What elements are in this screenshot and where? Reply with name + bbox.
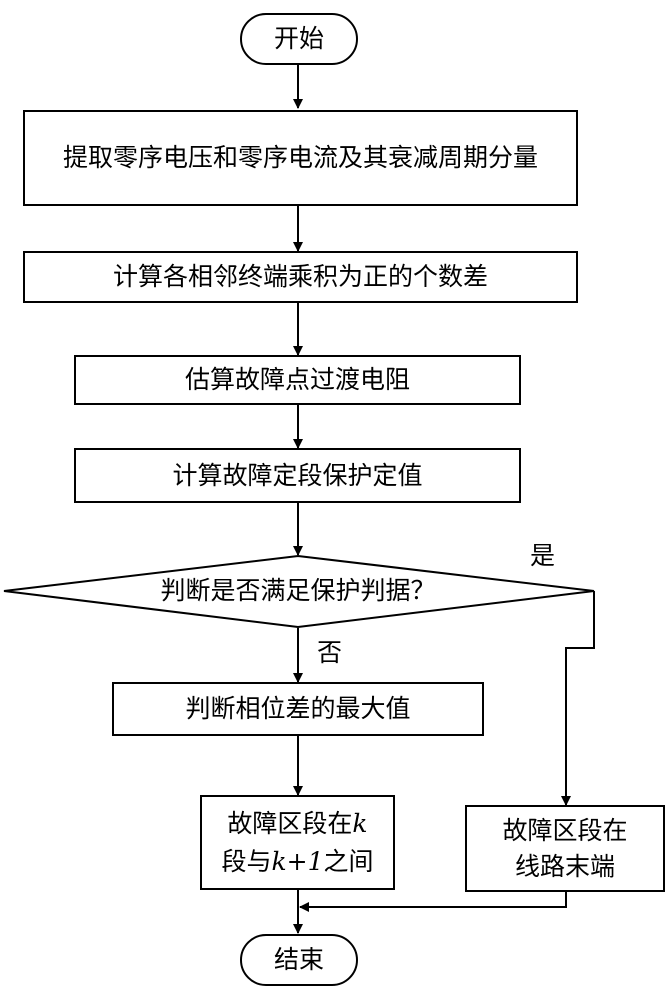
calc-count-difference-label: 计算各相邻终端乘积为正的个数差 bbox=[112, 262, 488, 291]
fault-section-end-line1: 故障区段在 bbox=[502, 815, 628, 845]
fault-section-end-box: 故障区段在 线路末端 bbox=[465, 805, 665, 892]
fault-section-end-line2: 线路末端 bbox=[514, 851, 615, 881]
arrow-faultend-merge bbox=[299, 892, 567, 912]
calc-protection-setting-box: 计算故障定段保护定值 bbox=[74, 448, 521, 503]
end-terminal: 结束 bbox=[240, 934, 358, 986]
start-label: 开始 bbox=[273, 24, 324, 53]
fault-section-k-var: k bbox=[352, 808, 368, 838]
start-terminal: 开始 bbox=[240, 13, 358, 65]
estimate-resistance-label: 估算故障点过渡电阻 bbox=[184, 365, 410, 394]
calc-count-difference-box: 计算各相邻终端乘积为正的个数差 bbox=[23, 251, 578, 303]
decision-diamond bbox=[3, 554, 595, 629]
max-phase-difference-box: 判断相位差的最大值 bbox=[112, 682, 484, 736]
max-phase-difference-label: 判断相位差的最大值 bbox=[185, 694, 411, 723]
calc-protection-setting-label: 计算故障定段保护定值 bbox=[172, 460, 423, 490]
fault-section-k-text-b: 段与 bbox=[221, 846, 272, 876]
estimate-resistance-box: 估算故障点过渡电阻 bbox=[74, 355, 521, 405]
extract-components-label: 提取零序电压和零序电流及其衰减周期分量 bbox=[62, 143, 538, 172]
extract-components-box: 提取零序电压和零序电流及其衰减周期分量 bbox=[23, 110, 578, 206]
end-label: 结束 bbox=[273, 945, 324, 974]
arrow-decision-yes-to-faultend bbox=[561, 591, 595, 806]
edge-label-yes: 是 bbox=[530, 541, 556, 570]
fault-section-k-text-c: 之间 bbox=[323, 846, 374, 876]
fault-section-k-box: 故障区段在k 段与k+1之间 bbox=[200, 795, 395, 890]
fault-section-k-var2: k+1 bbox=[271, 846, 324, 876]
edge-label-no: 否 bbox=[317, 638, 343, 667]
fault-section-k-text-a: 故障区段在 bbox=[227, 808, 353, 838]
decision-label: 判断是否满足保护判据？ bbox=[160, 576, 436, 605]
